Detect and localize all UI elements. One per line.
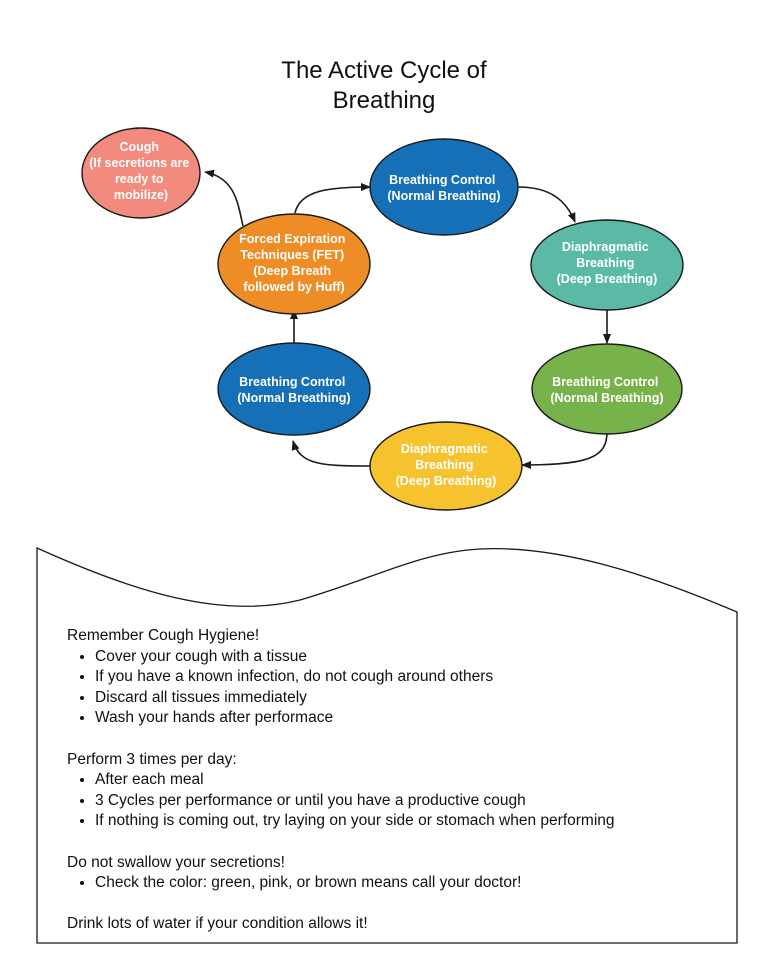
notes-card-outline	[36, 546, 738, 944]
node-diaphragmatic-bottom-label: Diaphragmatic Breathing (Deep Breathing)	[396, 442, 497, 488]
arrow-breathing-control-top-to-diaphragmatic-right	[517, 186, 576, 223]
node-breathing-control-left-label: Breathing Control (Normal Breathing)	[237, 375, 350, 405]
frequency-list: After each meal 3 Cycles per performance…	[67, 770, 727, 832]
node-cough-label: Cough (If secretions are ready to mobili…	[89, 140, 193, 202]
node-breathing-control-right-label: Breathing Control (Normal Breathing)	[550, 375, 663, 405]
list-item: Check the color: green, pink, or brown m…	[95, 873, 727, 894]
node-forced-expiration-label: Forced Expiration Techniques (FET) (Deep…	[239, 232, 349, 294]
arrow-fet-to-breathing-control-top	[294, 183, 371, 214]
cough-hygiene-list: Cover your cough with a tissue If you ha…	[67, 647, 727, 729]
title-line-1: The Active Cycle of	[281, 57, 487, 84]
list-item: If nothing is coming out, try laying on …	[95, 811, 727, 832]
arrow-diaphragmatic-bottom-to-breathing-control-left	[291, 440, 371, 467]
node-diaphragmatic-right-label: Diaphragmatic Breathing (Deep Breathing)	[557, 240, 658, 286]
page-title: The Active Cycle of Breathing	[0, 56, 768, 116]
list-item: If you have a known infection, do not co…	[95, 667, 727, 688]
list-item: Wash your hands after performace	[95, 708, 727, 729]
water-note: Drink lots of water if your condition al…	[67, 915, 368, 933]
node-breathing-control-top-label: Breathing Control (Normal Breathing)	[387, 173, 500, 203]
node-forced-expiration: Forced Expiration Techniques (FET) (Deep…	[217, 213, 371, 315]
node-breathing-control-left: Breathing Control (Normal Breathing)	[217, 342, 371, 436]
node-cough: Cough (If secretions are ready to mobili…	[81, 127, 201, 219]
list-item: Cover your cough with a tissue	[95, 647, 727, 668]
node-breathing-control-top: Breathing Control (Normal Breathing)	[369, 138, 519, 236]
frequency-heading: Perform 3 times per day:	[67, 750, 237, 768]
list-item: After each meal	[95, 770, 727, 791]
secretions-heading: Do not swallow your secretions!	[67, 853, 285, 871]
cough-hygiene-section: Remember Cough Hygiene! Cover your cough…	[67, 626, 727, 729]
notes-section: Remember Cough Hygiene! Cover your cough…	[67, 626, 727, 935]
cough-hygiene-heading: Remember Cough Hygiene!	[67, 627, 260, 644]
title-line-2: Breathing	[332, 87, 436, 114]
node-diaphragmatic-right: Diaphragmatic Breathing (Deep Breathing)	[530, 219, 684, 311]
node-breathing-control-right: Breathing Control (Normal Breathing)	[531, 343, 683, 435]
arrow-breathing-control-right-to-diaphragmatic-bottom	[521, 431, 608, 469]
arrow-fet-to-cough	[204, 169, 244, 227]
list-item: 3 Cycles per performance or until you ha…	[95, 791, 727, 812]
list-item: Discard all tissues immediately	[95, 688, 727, 709]
node-diaphragmatic-bottom: Diaphragmatic Breathing (Deep Breathing)	[369, 421, 523, 511]
secretions-list: Check the color: green, pink, or brown m…	[67, 873, 727, 894]
secretions-section: Do not swallow your secretions! Check th…	[67, 853, 727, 894]
frequency-section: Perform 3 times per day: After each meal…	[67, 750, 727, 832]
